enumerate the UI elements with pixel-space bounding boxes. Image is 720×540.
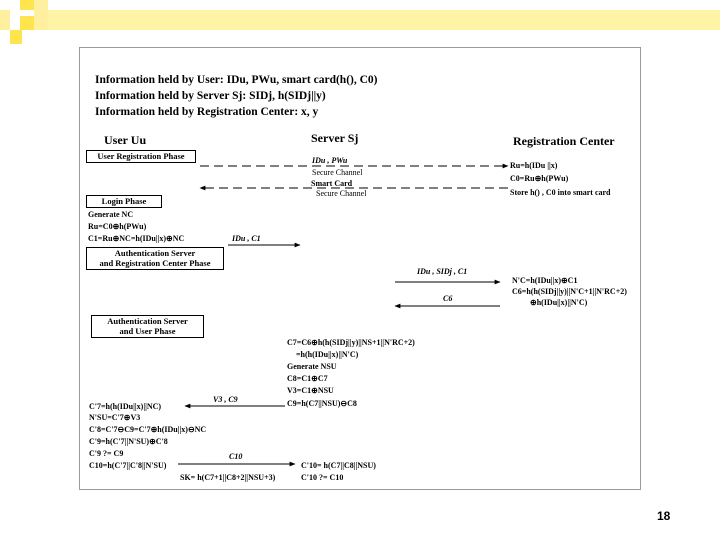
server-compute-v3: V3=C1⊕NSU [287, 386, 334, 395]
rc-compute-c6: C6=h(h(SIDj||y)||N'C+1||N'RC+2) [512, 287, 627, 296]
rc-server-message: C6 [443, 294, 453, 303]
corner-square [20, 16, 34, 30]
user-verify-c9: C'9 ?= C9 [89, 449, 124, 458]
header-line-server: Information held by Server Sj: SIDj, h(S… [95, 90, 326, 102]
reg-secure-channel: Secure Channel [312, 168, 363, 177]
server-user-message: V3 , C9 [213, 395, 238, 404]
reg-smart-card: Smart Card [311, 179, 353, 188]
reg-message: IDu , PWu [312, 156, 348, 165]
phase-auth-server-user: Authentication Server and User Phase [91, 315, 204, 338]
user-compute-c10: C10=h(C'7||C'8||N'SU) [89, 461, 167, 470]
phase-label: Authentication Server [107, 316, 188, 326]
corner-square [20, 0, 34, 10]
phase-label: User Registration Phase [97, 151, 185, 161]
phase-login: Login Phase [86, 195, 162, 208]
corner-square [10, 30, 22, 44]
phase-label: and User Phase [119, 326, 176, 336]
corner-square [0, 10, 10, 30]
corner-square [34, 0, 48, 10]
top-decoration-bar [48, 10, 720, 30]
slide-number: 18 [657, 509, 671, 523]
login-compute-ru: Ru=C0⊕h(PWu) [88, 222, 147, 231]
user-compute-c9: C'9=h(C'7||N'SU)⊕C'8 [89, 437, 168, 446]
rc-compute-c6-cont: ⊕h(IDu||x)||N'C) [530, 298, 588, 307]
phase-label: Authentication Server [114, 248, 196, 258]
server-compute-c7: C7=C6⊕h(h(SIDj||y)||NS+1||N'RC+2) [287, 338, 415, 347]
login-message: IDu , C1 [232, 234, 261, 243]
server-compute-c7-cont: =h(h(IDu||x)||N'C) [296, 350, 359, 359]
phase-auth-server-rc: Authentication Server and Registration C… [86, 247, 224, 270]
header-line-rc: Information held by Registration Center:… [95, 106, 319, 118]
column-user: User Uu [104, 133, 147, 147]
rc-compute-c0: C0=Ru⊕h(PWu) [510, 174, 569, 183]
login-compute-c1: C1=Ru⊕NC=h(IDu||x)⊕NC [88, 234, 185, 243]
server-generate-nsu: Generate NSU [287, 362, 337, 371]
user-server-message: C10 [229, 452, 243, 461]
rc-store-card: Store h() , C0 into smart card [510, 188, 611, 197]
column-server: Server Sj [311, 131, 359, 145]
phase-label: and Registration Center Phase [99, 258, 211, 268]
user-compute-c8: C'8=C'7⊖C9=C'7⊕h(IDu||x)⊖NC [89, 425, 207, 434]
rc-compute-nc: N'C=h(IDu||x)⊕C1 [512, 276, 578, 285]
session-key: SK= h(C7+1||C8+2||NSU+3) [180, 473, 276, 482]
server-rc-message: IDu , SIDj , C1 [417, 267, 468, 276]
header-line-user: Information held by User: IDu, PWu, smar… [95, 74, 378, 86]
server-compute-c10: C'10= h(C7||C8||NSU) [301, 461, 376, 470]
server-compute-c8: C8=C1⊕C7 [287, 374, 328, 383]
phase-label: Login Phase [101, 196, 147, 206]
phase-user-registration: User Registration Phase [86, 150, 196, 163]
user-compute-c7: C'7=h(h(IDu||x)||NC) [89, 402, 162, 411]
user-compute-nsu: N'SU=C'7⊕V3 [89, 413, 141, 422]
reg-secure-channel-2: Secure Channel [316, 189, 367, 198]
server-verify-c10: C'10 ?= C10 [301, 473, 344, 482]
server-compute-c9: C9=h(C7||NSU)⊖C8 [287, 399, 357, 408]
login-generate-nc: Generate NC [88, 210, 134, 219]
rc-compute-ru: Ru=h(IDu ||x) [510, 161, 558, 170]
corner-square [34, 10, 48, 30]
column-rc: Registration Center [513, 134, 615, 148]
